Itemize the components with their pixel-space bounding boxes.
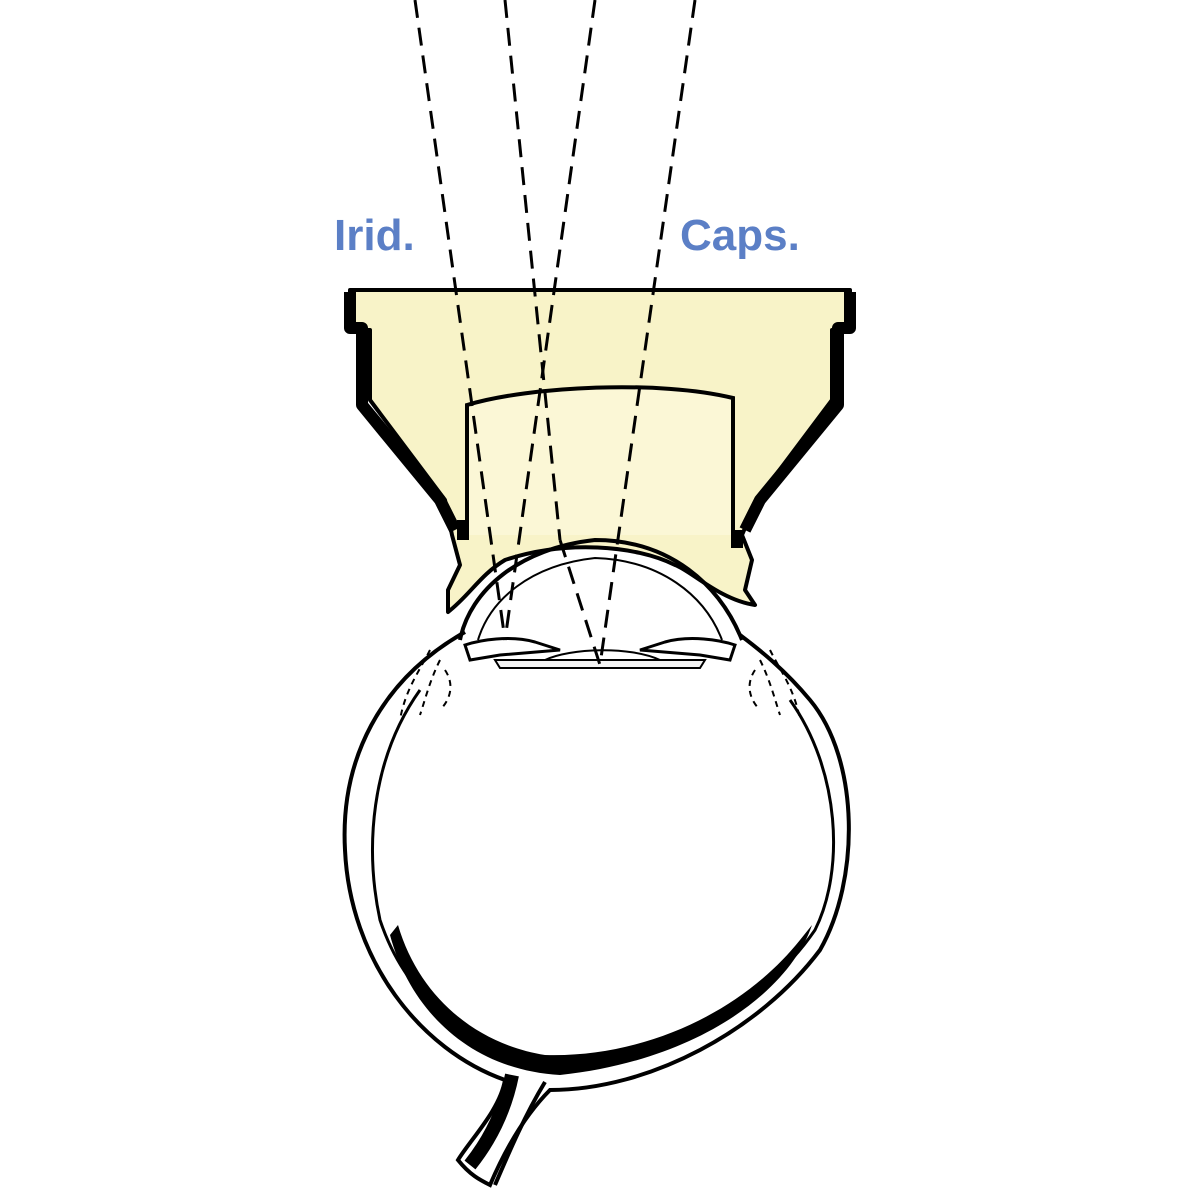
crystalline-lens	[493, 659, 707, 669]
ray-irid-right	[503, 0, 562, 541]
ciliary-right	[748, 649, 801, 721]
optic-nerve-outer	[493, 1080, 547, 1186]
mirror-right-notch	[731, 530, 743, 548]
mirror-left-notch	[457, 520, 469, 540]
sclera-outer	[342, 630, 851, 1188]
lens-right-edge	[739, 292, 856, 533]
ciliary-left	[399, 649, 452, 721]
label-caps: Caps.	[680, 211, 800, 260]
cornea-inner	[477, 556, 723, 641]
iris-right	[639, 637, 737, 662]
lens-left-edge	[344, 292, 461, 533]
iris-left	[463, 637, 561, 662]
ray-irid-left	[413, 0, 507, 641]
optic-nerve-inner	[464, 1073, 519, 1170]
inner-mirror-block	[465, 385, 735, 535]
ray-center-left	[503, 0, 597, 641]
label-irid: Irid.	[334, 211, 415, 260]
ray-lines	[413, 0, 697, 666]
ray-center-down	[558, 539, 602, 666]
cornea	[458, 537, 744, 641]
